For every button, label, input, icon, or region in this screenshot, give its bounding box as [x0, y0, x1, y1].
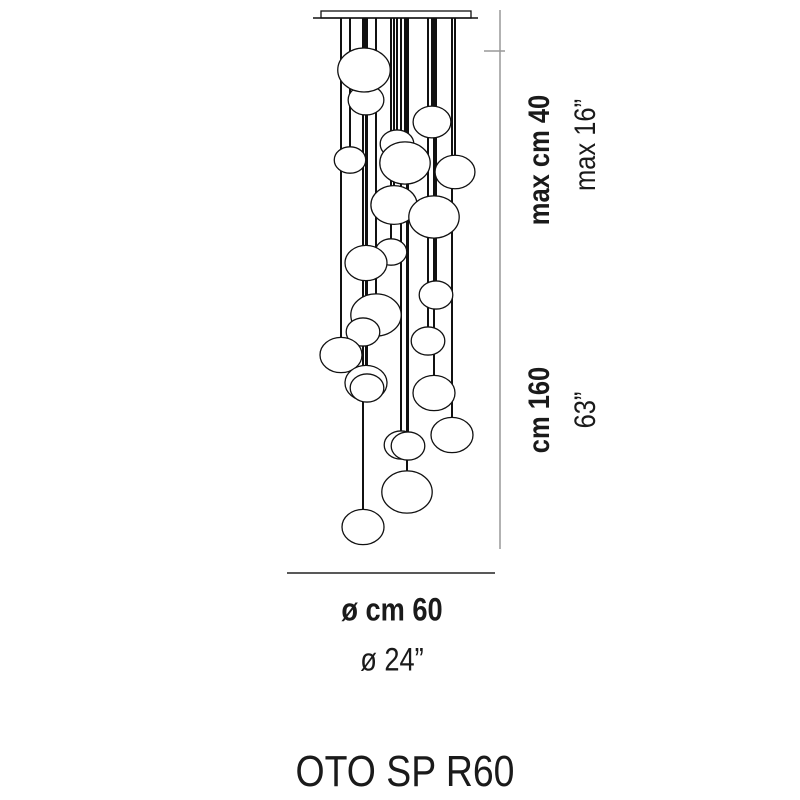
ceiling-max-metric: max cm 40: [523, 94, 556, 226]
pendant-glass-sphere: [345, 317, 381, 347]
pendant-glass-sphere: [412, 105, 452, 139]
pendant-glass-sphere: [418, 280, 454, 310]
pendant-glass-sphere: [410, 326, 446, 356]
diameter-metric: ø cm 60: [341, 591, 443, 628]
pendant-glass-sphere: [379, 141, 431, 185]
pendant-glass-sphere: [319, 336, 363, 374]
pendant-glass-sphere: [349, 373, 385, 403]
drop-imperial: 63”: [569, 391, 602, 429]
pendant-glass-sphere: [390, 431, 426, 461]
pendant-glass-sphere: [430, 416, 474, 454]
pendant-glass-sphere: [408, 195, 460, 239]
pendant-glass-sphere: [412, 374, 456, 412]
drop-metric: cm 160: [523, 366, 556, 454]
pendant-glass-sphere: [337, 47, 391, 93]
pendant-glass-sphere: [333, 146, 367, 174]
pendant-glass-sphere: [341, 508, 385, 546]
pendant-glass-sphere: [344, 244, 388, 282]
canopy: [320, 10, 472, 19]
product-name: OTO SP R60: [295, 747, 515, 796]
ceiling-max-imperial: max 16”: [569, 98, 602, 192]
pendant-glass-sphere: [381, 470, 433, 514]
pendant-glass-sphere: [434, 154, 476, 190]
diameter-imperial: ø 24”: [360, 641, 424, 678]
